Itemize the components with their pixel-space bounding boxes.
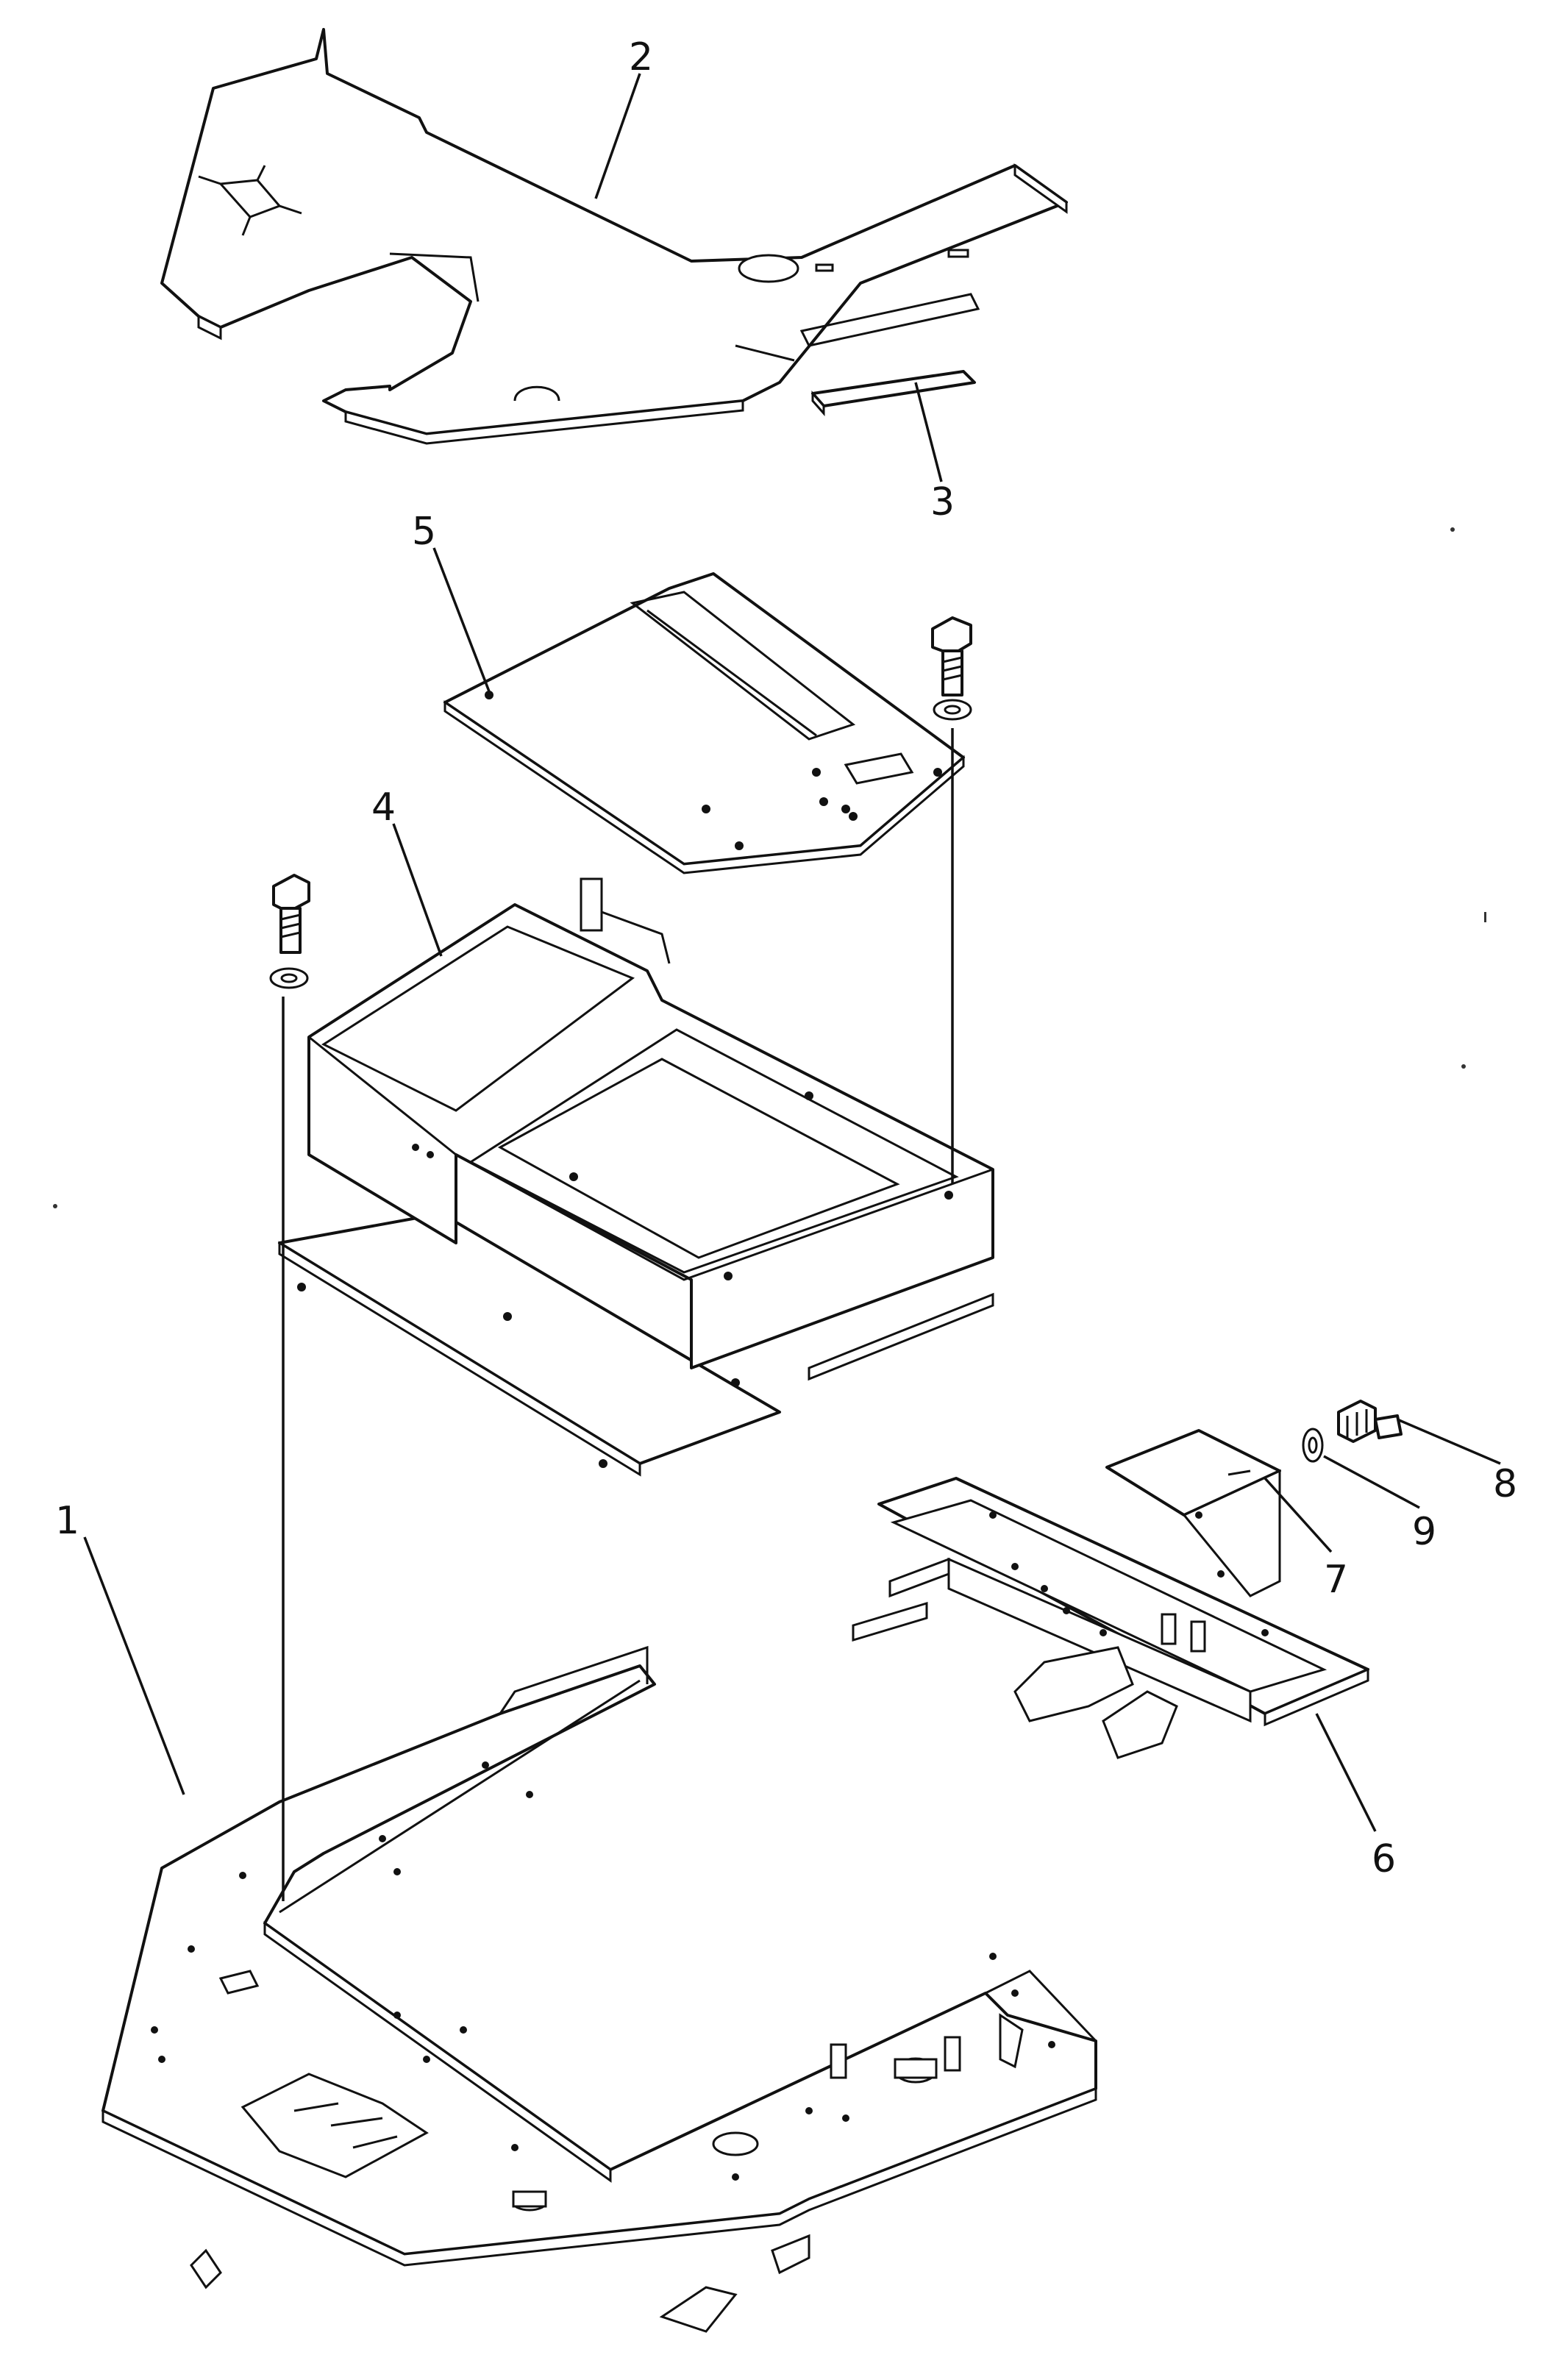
- part-4-box-housing: [278, 877, 994, 1477]
- callout-6: 6: [1372, 1837, 1396, 1881]
- scan-specks: [53, 527, 1486, 1208]
- callout-2: 2: [629, 35, 653, 79]
- part-3-strip: [811, 370, 976, 416]
- leader-5: [432, 547, 491, 692]
- leader-6: [1315, 1713, 1377, 1832]
- callout-labels: 1 2 3 4 5 6 7 8 9: [55, 35, 1517, 1881]
- bolt-right: [931, 616, 972, 696]
- leader-4: [392, 823, 443, 957]
- part-1-base-frame: [101, 1645, 1097, 2333]
- callout-5: 5: [412, 510, 436, 554]
- assembly-axis-lines: [282, 728, 954, 1901]
- callout-9: 9: [1412, 1510, 1436, 1554]
- leader-3: [914, 382, 943, 482]
- leader-9: [1323, 1455, 1420, 1509]
- leader-8: [1397, 1418, 1501, 1465]
- part-2-floor-plate: [160, 28, 1068, 445]
- leader-lines: [83, 73, 1501, 1832]
- callout-1: 1: [55, 1499, 79, 1543]
- part-6-support-frame: [852, 1477, 1369, 1759]
- bolt-left: [272, 874, 310, 954]
- washer-right: [933, 699, 972, 721]
- leader-2: [594, 73, 641, 199]
- part-9-washer: [1302, 1428, 1324, 1463]
- callout-3: 3: [930, 480, 955, 524]
- leader-1: [83, 1536, 185, 1795]
- part-8-bolt: [1337, 1400, 1403, 1443]
- callout-4: 4: [371, 785, 396, 830]
- callout-8: 8: [1493, 1462, 1517, 1506]
- callout-7: 7: [1324, 1558, 1348, 1602]
- leader-7: [1264, 1477, 1333, 1553]
- part-5-cover-plate: [443, 572, 965, 874]
- washer-left: [269, 967, 309, 989]
- part-7-bracket: [1105, 1429, 1281, 1597]
